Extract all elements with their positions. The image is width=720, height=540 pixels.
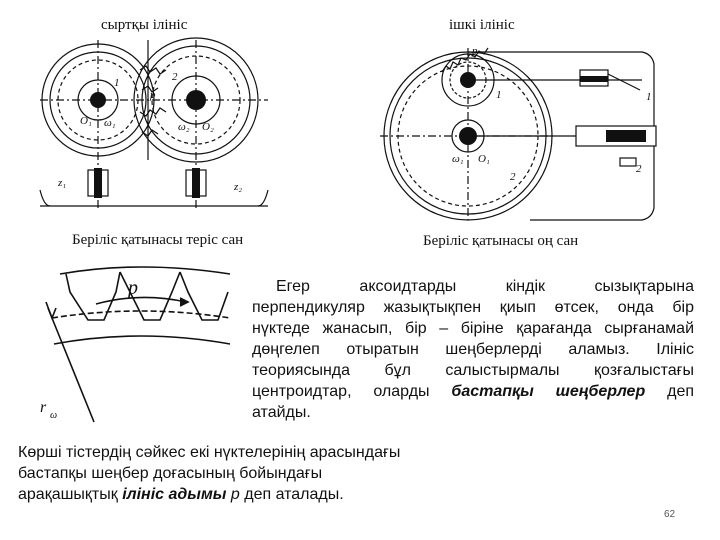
label-ring-2: 2 [510, 171, 516, 183]
label-z2: z₂ [233, 181, 242, 193]
label-gear-1: 1 [114, 77, 120, 89]
term-pitch-circles: бастапқы шеңберлер [451, 383, 646, 400]
p1-line6: центроидтар, оларды бастапқы шеңберлер д… [252, 381, 694, 402]
label-w-right: ω₁ [452, 153, 464, 165]
p1-line4: дөңгелеп отыратын шеңберлерді аламыз. Іл… [252, 341, 694, 358]
label-r-right: 1 [496, 89, 502, 101]
p2-line1: Көрші тістердің сәйкес екі нүктелерінің … [18, 444, 401, 461]
label-housing-1: 1 [646, 91, 652, 103]
p2-line3: арақашықтық ілініс адымы p деп аталады. [18, 484, 458, 505]
label-w2: ω₂ [178, 121, 190, 133]
internal-gearing-figure: p 1 ω₁ O₁ 2 1 2 [380, 45, 657, 221]
label-o1: O₁ [80, 115, 92, 127]
caption-positive-ratio: Беріліс қатынасы оң сан [423, 233, 579, 249]
label-p-pitch: p [126, 277, 138, 299]
label-w1: ω₁ [104, 117, 116, 129]
p2-line2: бастапқы шеңбер доғасының бойындағы [18, 465, 323, 482]
p1-line3: нүктеде жанасып, бір – біріне қарағанда … [252, 320, 694, 337]
label-o-right: O₁ [478, 153, 490, 165]
paragraph-pitch-circles: Егер аксоидтарды кіндік сызықтарына перп… [252, 276, 694, 423]
p1-line1: Егер аксоидтарды кіндік сызықтарына [276, 278, 694, 295]
label-r: r [40, 399, 47, 416]
pitch-arc [51, 310, 231, 319]
p1-line7: атайды. [252, 404, 311, 421]
p2-line3-post: деп аталады. [239, 486, 344, 503]
caption-negative-ratio: Беріліс қатынасы теріс сан [72, 232, 244, 248]
p1-line6-pre: центроидтар, оларды [252, 383, 452, 400]
label-o2: O₂ [202, 121, 214, 133]
label-z1: z₁ [57, 177, 66, 189]
page-number: 62 [664, 509, 676, 520]
paragraph-circular-pitch: Көрші тістердің сәйкес екі нүктелерінің … [18, 442, 458, 505]
tooth-tip-arc [59, 266, 231, 275]
root-arc [53, 335, 231, 345]
p1-line5: теориясында бұл салыстырмалы қозғалыстағ… [252, 362, 694, 379]
p1-line6-post: деп [645, 383, 695, 400]
p2-symbol-p: p [226, 486, 240, 503]
term-circular-pitch: ілініс адымы [122, 486, 227, 503]
label-housing-2: 2 [636, 163, 642, 175]
label-omega-subscript: ω [50, 410, 57, 421]
gear2-outer [133, 37, 259, 163]
label-gear-2: 2 [172, 71, 178, 83]
tooth-pitch-figure: p r ω [40, 266, 231, 423]
label-p-left: p [149, 89, 156, 101]
external-gearing-figure: z₁ z₂ p O₁ ω₁ ω₂ O₂ 1 2 [39, 37, 269, 208]
caption-internal-gearing: ішкі ілініс [449, 17, 515, 33]
p2-line3-pre: арақашықтық [18, 486, 123, 503]
p1-line2: перпендикуляр жазықтықпен қиып өтсек, он… [252, 299, 694, 316]
label-p-right: p [471, 45, 478, 57]
caption-external-gearing: сыртқы ілініс [101, 17, 188, 33]
